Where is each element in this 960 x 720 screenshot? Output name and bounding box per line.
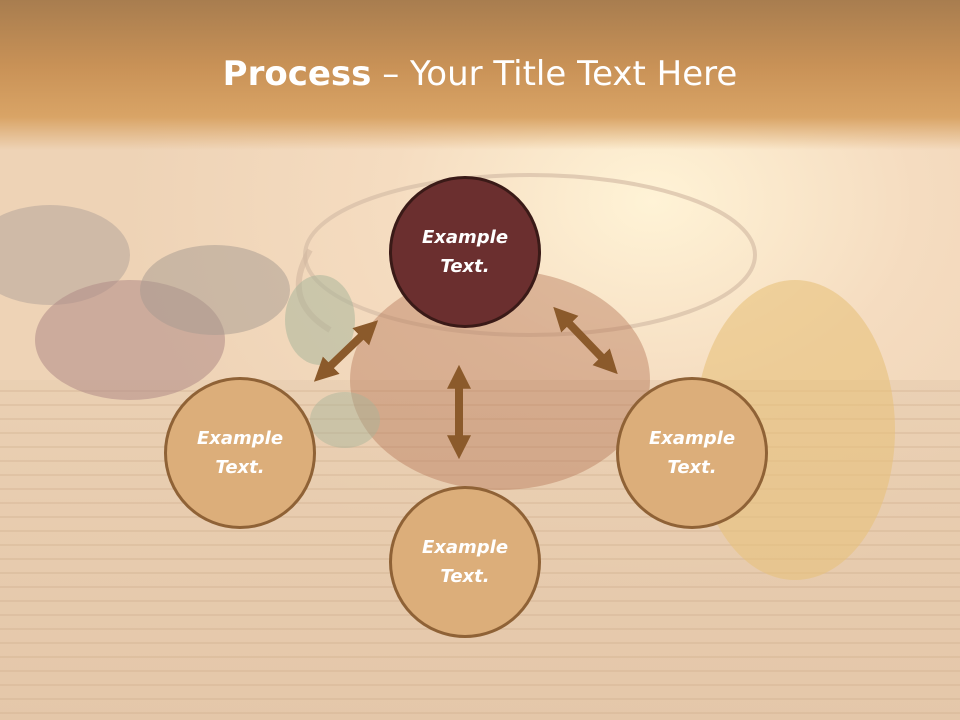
process-node-bottom-label: Example Text. xyxy=(421,537,509,587)
title-dash: – xyxy=(371,54,411,94)
process-node-left-label: Example Text. xyxy=(196,428,284,478)
title-band xyxy=(0,0,960,150)
title-rest: Your Title Text Here xyxy=(410,54,738,94)
process-node-bottom[interactable]: Example Text. xyxy=(389,486,541,638)
process-node-left[interactable]: Example Text. xyxy=(164,377,316,529)
process-node-right[interactable]: Example Text. xyxy=(616,377,768,529)
slide-title: Process – Your Title Text Here xyxy=(0,54,960,94)
process-node-top[interactable]: Example Text. xyxy=(389,176,541,328)
title-bold: Process xyxy=(222,54,372,94)
process-node-right-label: Example Text. xyxy=(648,428,736,478)
process-node-top-label: Example Text. xyxy=(421,227,509,277)
